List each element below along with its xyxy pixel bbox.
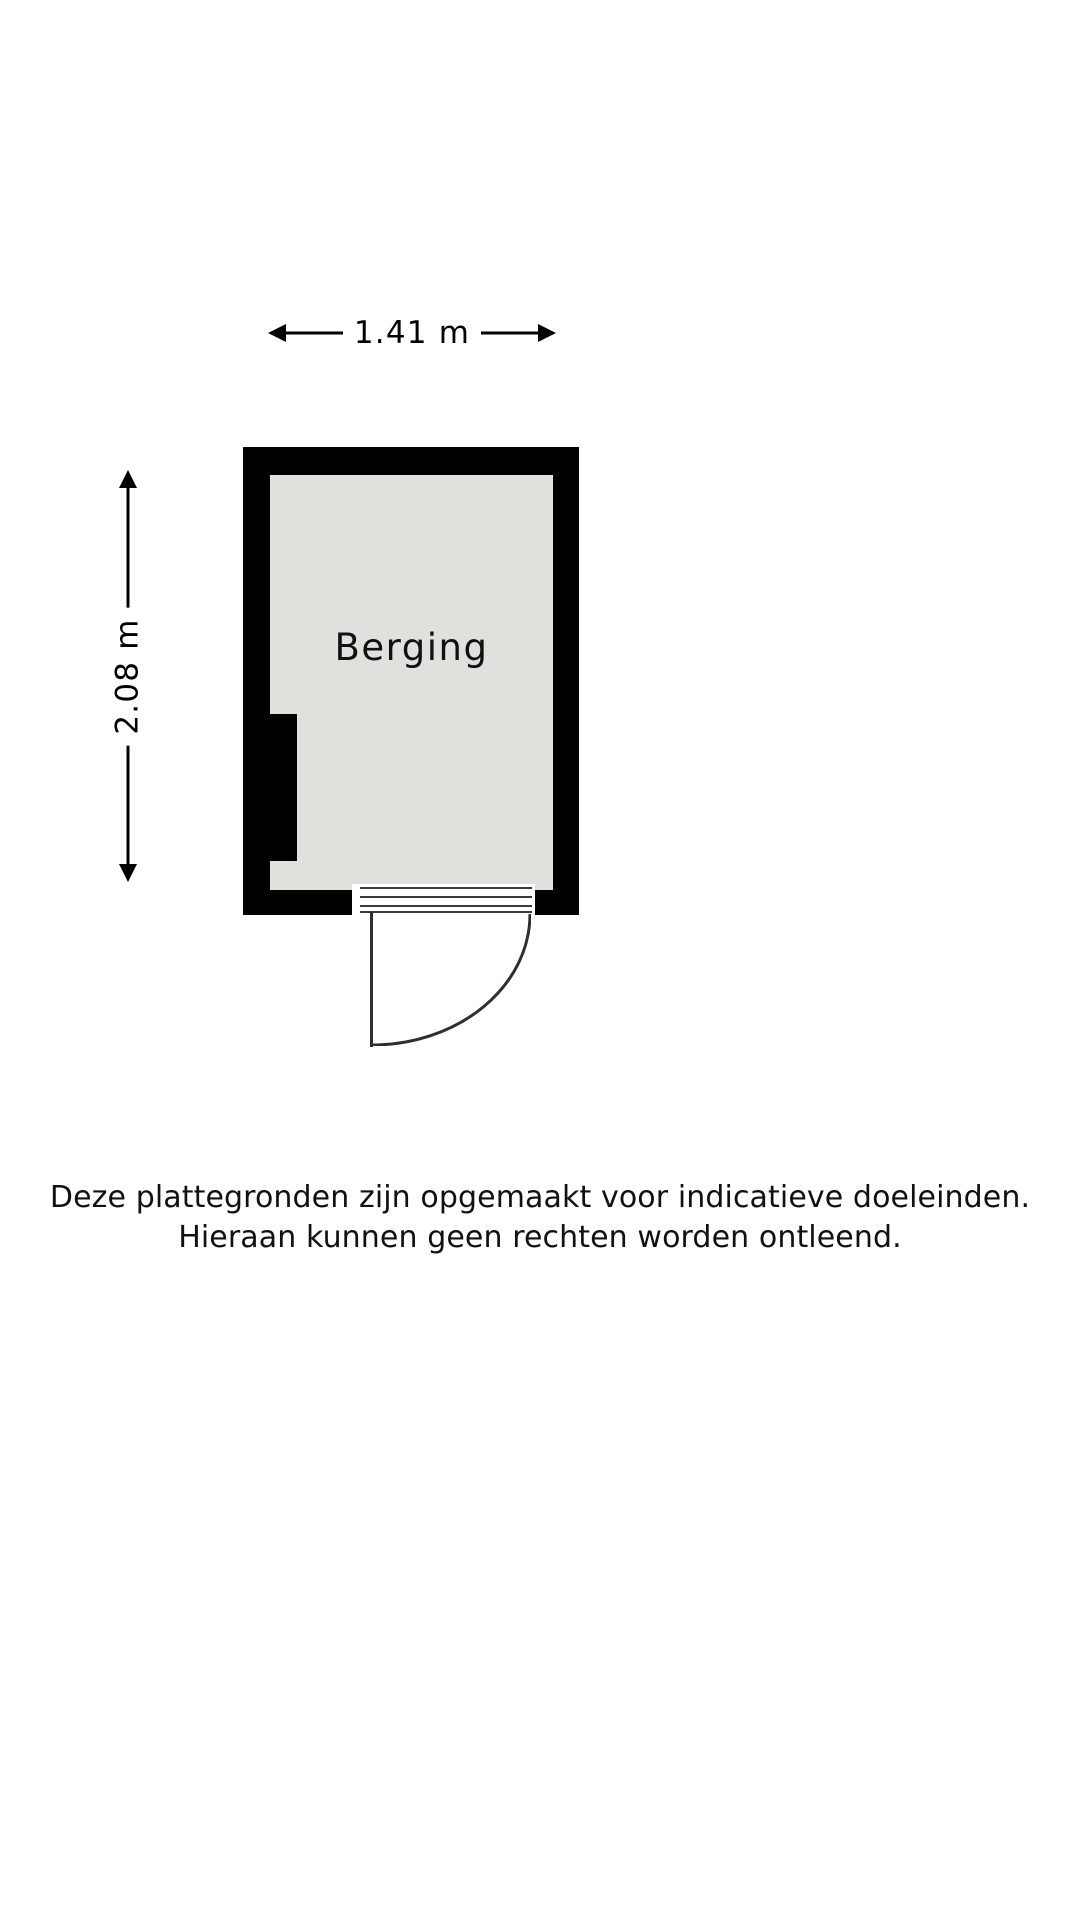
door-leaf bbox=[370, 912, 373, 1047]
dimension-width: 1.41 m bbox=[268, 305, 556, 361]
meter-cupboard-fixture bbox=[270, 714, 297, 861]
arrow-right-icon bbox=[538, 324, 556, 342]
arrow-up-icon bbox=[119, 470, 137, 488]
room-floor-berging: Berging bbox=[270, 475, 553, 890]
disclaimer-text: Deze plattegronden zijn opgemaakt voor i… bbox=[0, 1178, 1080, 1258]
arrow-down-icon bbox=[119, 864, 137, 882]
disclaimer-line-2: Hieraan kunnen geen rechten worden ontle… bbox=[178, 1219, 902, 1255]
door-threshold-lines bbox=[360, 886, 532, 913]
door-swing-arc-icon bbox=[371, 913, 531, 1046]
disclaimer-line-1: Deze plattegronden zijn opgemaakt voor i… bbox=[49, 1180, 1031, 1215]
arrow-left-icon bbox=[268, 324, 286, 342]
dimension-width-label: 1.41 m bbox=[342, 317, 482, 349]
dimension-height-label: 2.08 m bbox=[110, 606, 146, 746]
door-opening bbox=[352, 884, 535, 915]
room-label-berging: Berging bbox=[334, 626, 489, 669]
room-walls: Berging bbox=[243, 447, 579, 915]
dimension-height: 2.08 m bbox=[100, 470, 156, 882]
